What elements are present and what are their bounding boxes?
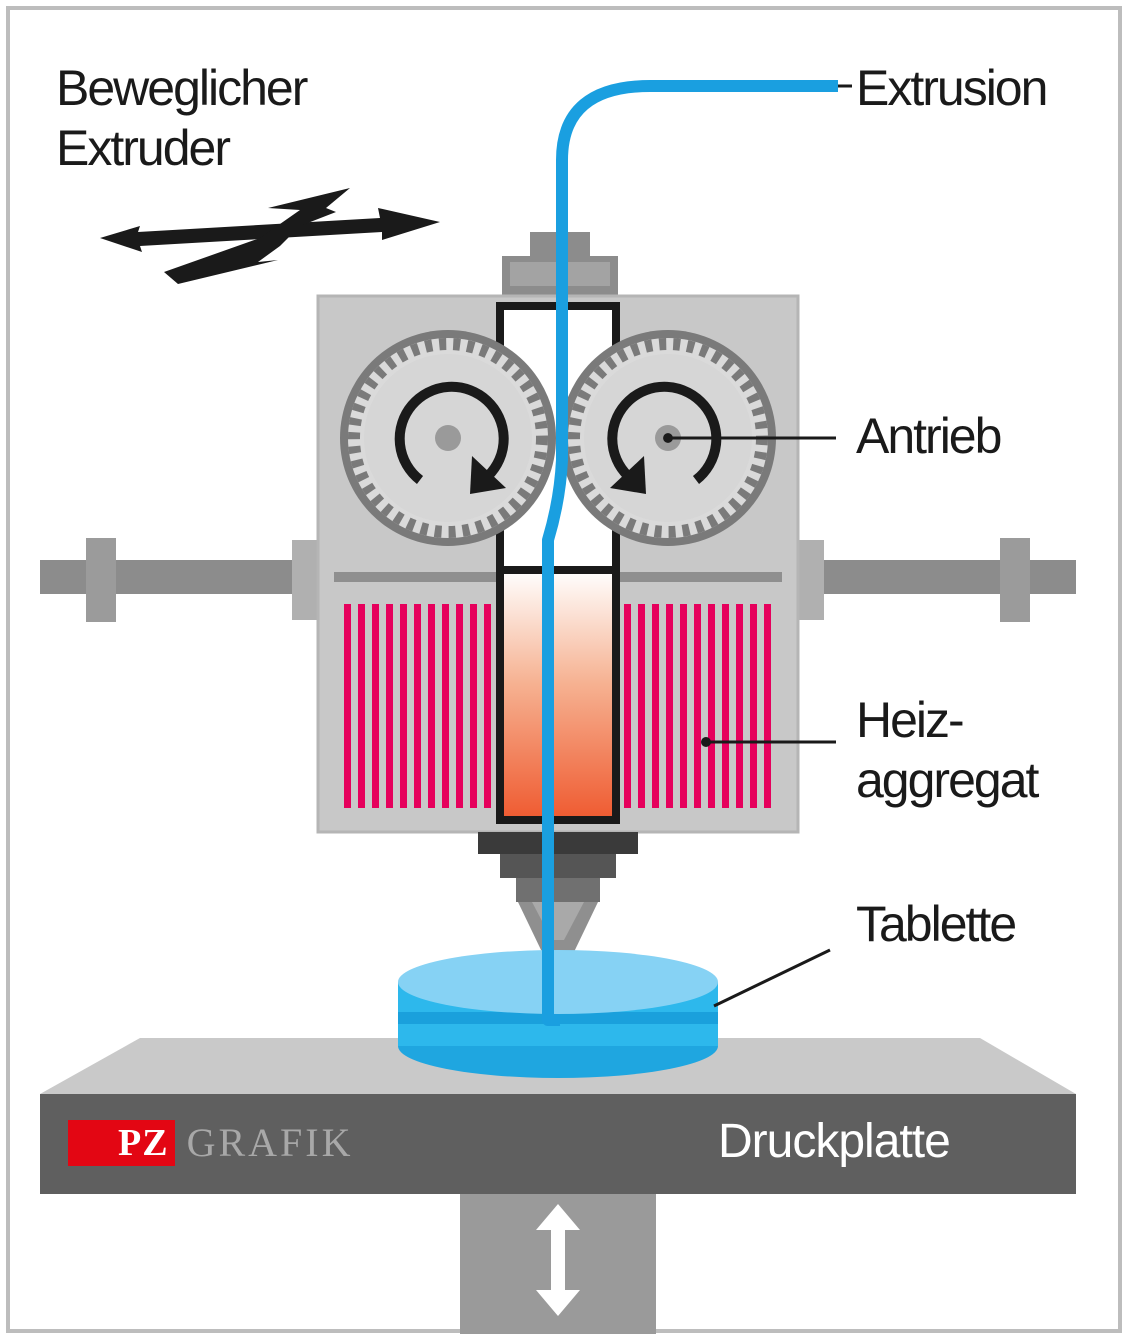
heater-bar bbox=[722, 604, 729, 808]
build-plate-label: Druckplatte bbox=[718, 1115, 951, 1168]
heater-bar bbox=[372, 604, 379, 808]
housing-divider-left bbox=[334, 572, 500, 582]
drive-gear-left bbox=[340, 330, 556, 546]
heater-bar bbox=[428, 604, 435, 808]
logo-brand: PZ bbox=[68, 1120, 175, 1166]
logo-word: GRAFIK bbox=[186, 1120, 354, 1165]
filament-strand bbox=[542, 80, 838, 1026]
heater-bar bbox=[652, 604, 659, 808]
rotation-arrowhead-clockwise-icon bbox=[470, 456, 506, 494]
vertical-arrow-icon bbox=[536, 1204, 580, 1316]
rotation-arrow-counterclockwise-icon bbox=[607, 381, 722, 484]
pz-grafik-logo: PZ GRAFIK bbox=[68, 1120, 353, 1166]
heater-bar bbox=[456, 604, 463, 808]
heater-bar bbox=[680, 604, 687, 808]
heater-bar bbox=[694, 604, 701, 808]
extrusion-label: Extrusion bbox=[856, 60, 1048, 116]
heater-element-left bbox=[344, 604, 491, 808]
heater-bar bbox=[414, 604, 421, 808]
heater-bar bbox=[484, 604, 491, 808]
nozzle-step-2 bbox=[516, 878, 600, 902]
heater-bar bbox=[400, 604, 407, 808]
heater-leader bbox=[701, 737, 836, 747]
heater-bar bbox=[358, 604, 365, 808]
heater-bar bbox=[736, 604, 743, 808]
tablet-top bbox=[398, 950, 718, 1014]
nozzle-block bbox=[478, 832, 638, 854]
guide-rod-right-clamp bbox=[1000, 538, 1030, 622]
heater-bar bbox=[666, 604, 673, 808]
heater-bar bbox=[624, 604, 631, 808]
rotation-arrow-clockwise-icon bbox=[394, 381, 509, 484]
rotation-arrowhead-counterclockwise-icon bbox=[610, 456, 646, 494]
heater-label: Heiz- aggregat bbox=[856, 690, 1039, 810]
guide-rod-left bbox=[40, 560, 320, 594]
heater-bar bbox=[750, 604, 757, 808]
drive-label: Antrieb bbox=[856, 408, 1002, 464]
movement-arrows-icon bbox=[100, 188, 440, 284]
heater-bar bbox=[442, 604, 449, 808]
guide-rod-right bbox=[796, 560, 1076, 594]
moving-extruder-label-line-1: Beweglicher bbox=[56, 60, 308, 116]
tablet-label: Tablette bbox=[856, 896, 1017, 952]
heater-label-line-2: aggregat bbox=[856, 752, 1039, 808]
heater-label-line-1: Heiz- bbox=[856, 692, 965, 748]
guide-rod-left-clamp bbox=[86, 538, 116, 622]
heater-bar bbox=[344, 604, 351, 808]
gear-hub-left bbox=[435, 425, 461, 451]
nozzle-step-1 bbox=[500, 854, 616, 878]
heater-bar bbox=[764, 604, 771, 808]
build-plate bbox=[40, 1094, 1076, 1194]
tablet-leader bbox=[713, 948, 831, 1008]
heater-bar bbox=[470, 604, 477, 808]
melt-chamber-lower bbox=[496, 566, 620, 824]
housing-divider-right bbox=[616, 572, 782, 582]
heater-element-right bbox=[624, 604, 771, 808]
moving-extruder-label: Beweglicher Extruder bbox=[56, 58, 308, 178]
heater-bar bbox=[638, 604, 645, 808]
heater-bar bbox=[708, 604, 715, 808]
moving-extruder-label-line-2: Extruder bbox=[56, 120, 231, 176]
drive-leader bbox=[663, 433, 836, 443]
heater-bar bbox=[386, 604, 393, 808]
